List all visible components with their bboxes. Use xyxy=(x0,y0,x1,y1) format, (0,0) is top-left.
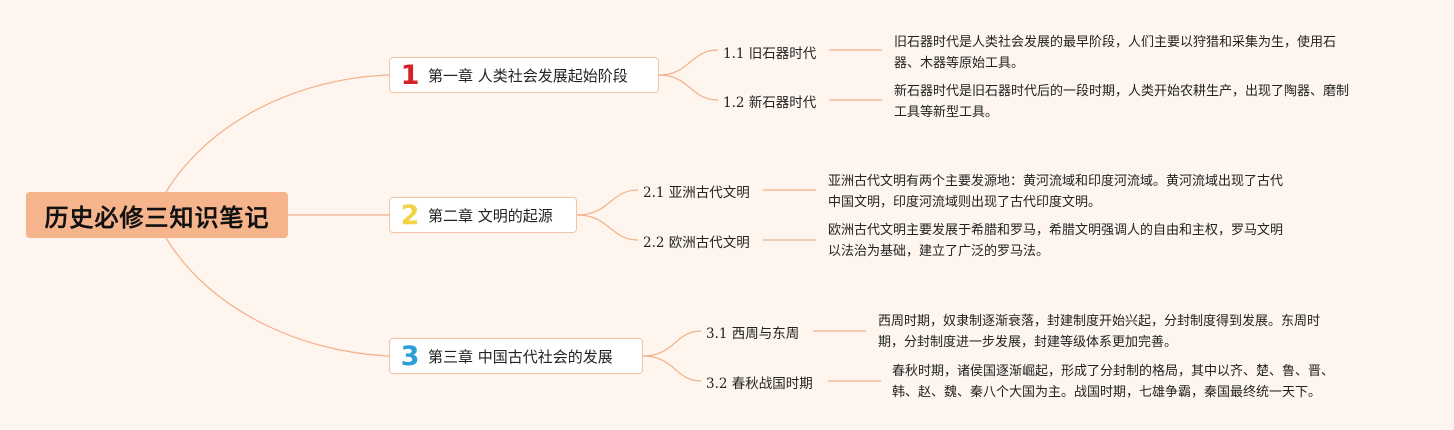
connector-root-chapter-1 xyxy=(165,74,390,193)
description-line: 新石器时代是旧石器时代后的一段时期，人类开始农耕生产，出现了陶器、磨制 xyxy=(894,84,1350,99)
description-line: 工具等新型工具。 xyxy=(894,105,999,120)
chapter-2-title: 第二章 文明的起源 xyxy=(428,206,553,225)
number-three-icon: 3 xyxy=(400,340,420,372)
description-line: 旧石器时代是人类社会发展的最早阶段，人们主要以狩猎和采集为生，使用石 xyxy=(894,35,1337,50)
number-one-icon: 1 xyxy=(400,59,420,91)
connector-chapter-1-section-1 xyxy=(658,49,719,76)
chapter-3-title: 第三章 中国古代社会的发展 xyxy=(428,347,613,366)
section-1-2-label[interactable]: 1.2 新石器时代 xyxy=(723,95,817,111)
section-2-2-description: 欧洲古代文明主要发展于希腊和罗马，希腊文明强调人的自由和主权，罗马文明 以法治为… xyxy=(828,220,1283,262)
description-line: 以法治为基础，建立了广泛的罗马法。 xyxy=(828,244,1050,259)
section-1-2-description: 新石器时代是旧石器时代后的一段时期，人类开始农耕生产，出现了陶器、磨制 工具等新… xyxy=(894,81,1349,123)
description-line: 春秋时期，诸侯国逐渐崛起，形成了分封制的格局，其中以齐、楚、鲁、晋、 xyxy=(892,364,1335,379)
connector-chapter-2-section-2 xyxy=(576,214,639,241)
section-3-1-description: 西周时期，奴隶制逐渐衰落，封建制度开始兴起，分封制度得到发展。东周时 期，分封制… xyxy=(878,311,1320,353)
section-1-1-description: 旧石器时代是人类社会发展的最早阶段，人们主要以狩猎和采集为生，使用石 器、木器等… xyxy=(894,32,1336,74)
description-line: 西周时期，奴隶制逐渐衰落，封建制度开始兴起，分封制度得到发展。东周时 xyxy=(878,314,1321,329)
section-3-1-label[interactable]: 3.1 西周与东周 xyxy=(706,326,800,342)
connector-chapter-3-section-2 xyxy=(642,355,702,382)
root-title: 历史必修三知识笔记 xyxy=(44,203,270,232)
description-line: 欧洲古代文明主要发展于希腊和罗马，希腊文明强调人的自由和主权，罗马文明 xyxy=(828,223,1284,238)
connector-chapter-3-section-1 xyxy=(642,330,702,357)
chapter-1-node[interactable]: 1 第一章 人类社会发展起始阶段 xyxy=(389,57,659,93)
description-line: 期，分封制度进一步发展，封建等级体系更加完善。 xyxy=(878,335,1178,350)
chapter-2-node[interactable]: 2 第二章 文明的起源 xyxy=(389,197,577,233)
section-2-1-description: 亚洲古代文明有两个主要发源地：黄河流域和印度河流域。黄河流域出现了古代 中国文明… xyxy=(828,171,1283,213)
chapter-1-title: 第一章 人类社会发展起始阶段 xyxy=(428,66,628,85)
description-line: 韩、赵、魏、秦八个大国为主。战国时期，七雄争霸，秦国最终统一天下。 xyxy=(892,385,1322,400)
section-1-1-label[interactable]: 1.1 旧石器时代 xyxy=(723,46,817,62)
description-line: 亚洲古代文明有两个主要发源地：黄河流域和印度河流域。黄河流域出现了古代 xyxy=(828,174,1284,189)
section-3-2-label[interactable]: 3.2 春秋战国时期 xyxy=(706,376,813,392)
connector-chapter-1-section-2 xyxy=(658,74,719,101)
section-2-2-label[interactable]: 2.2 欧洲古代文明 xyxy=(643,235,750,251)
connector-chapter-2-section-1 xyxy=(576,189,639,216)
number-two-icon: 2 xyxy=(400,199,420,231)
connector-root-chapter-3 xyxy=(165,237,390,357)
root-node[interactable]: 历史必修三知识笔记 xyxy=(26,192,288,238)
section-3-2-description: 春秋时期，诸侯国逐渐崛起，形成了分封制的格局，其中以齐、楚、鲁、晋、 韩、赵、魏… xyxy=(892,361,1334,403)
description-line: 器、木器等原始工具。 xyxy=(894,56,1025,71)
description-line: 中国文明，印度河流域则出现了古代印度文明。 xyxy=(828,195,1102,210)
section-2-1-label[interactable]: 2.1 亚洲古代文明 xyxy=(643,185,750,201)
chapter-3-node[interactable]: 3 第三章 中国古代社会的发展 xyxy=(389,338,643,374)
